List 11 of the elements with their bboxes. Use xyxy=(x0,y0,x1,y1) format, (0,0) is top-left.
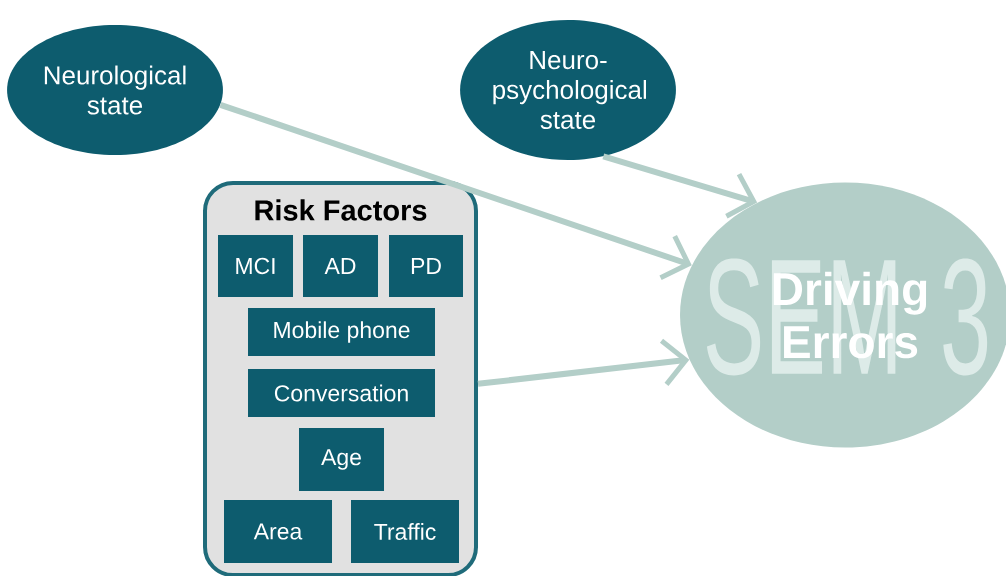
factor-box: Traffic xyxy=(351,500,459,563)
arrow xyxy=(602,153,758,219)
arrow xyxy=(219,101,692,281)
factor-box: Mobile phone xyxy=(248,308,435,356)
arrow xyxy=(477,338,690,387)
factor-box: Area xyxy=(224,500,332,563)
factor-box: Conversation xyxy=(248,369,435,417)
factor-box: Age xyxy=(299,428,384,491)
factor-box: MCI xyxy=(218,235,293,297)
factor-box: AD xyxy=(303,235,378,297)
factor-box: PD xyxy=(389,235,463,297)
